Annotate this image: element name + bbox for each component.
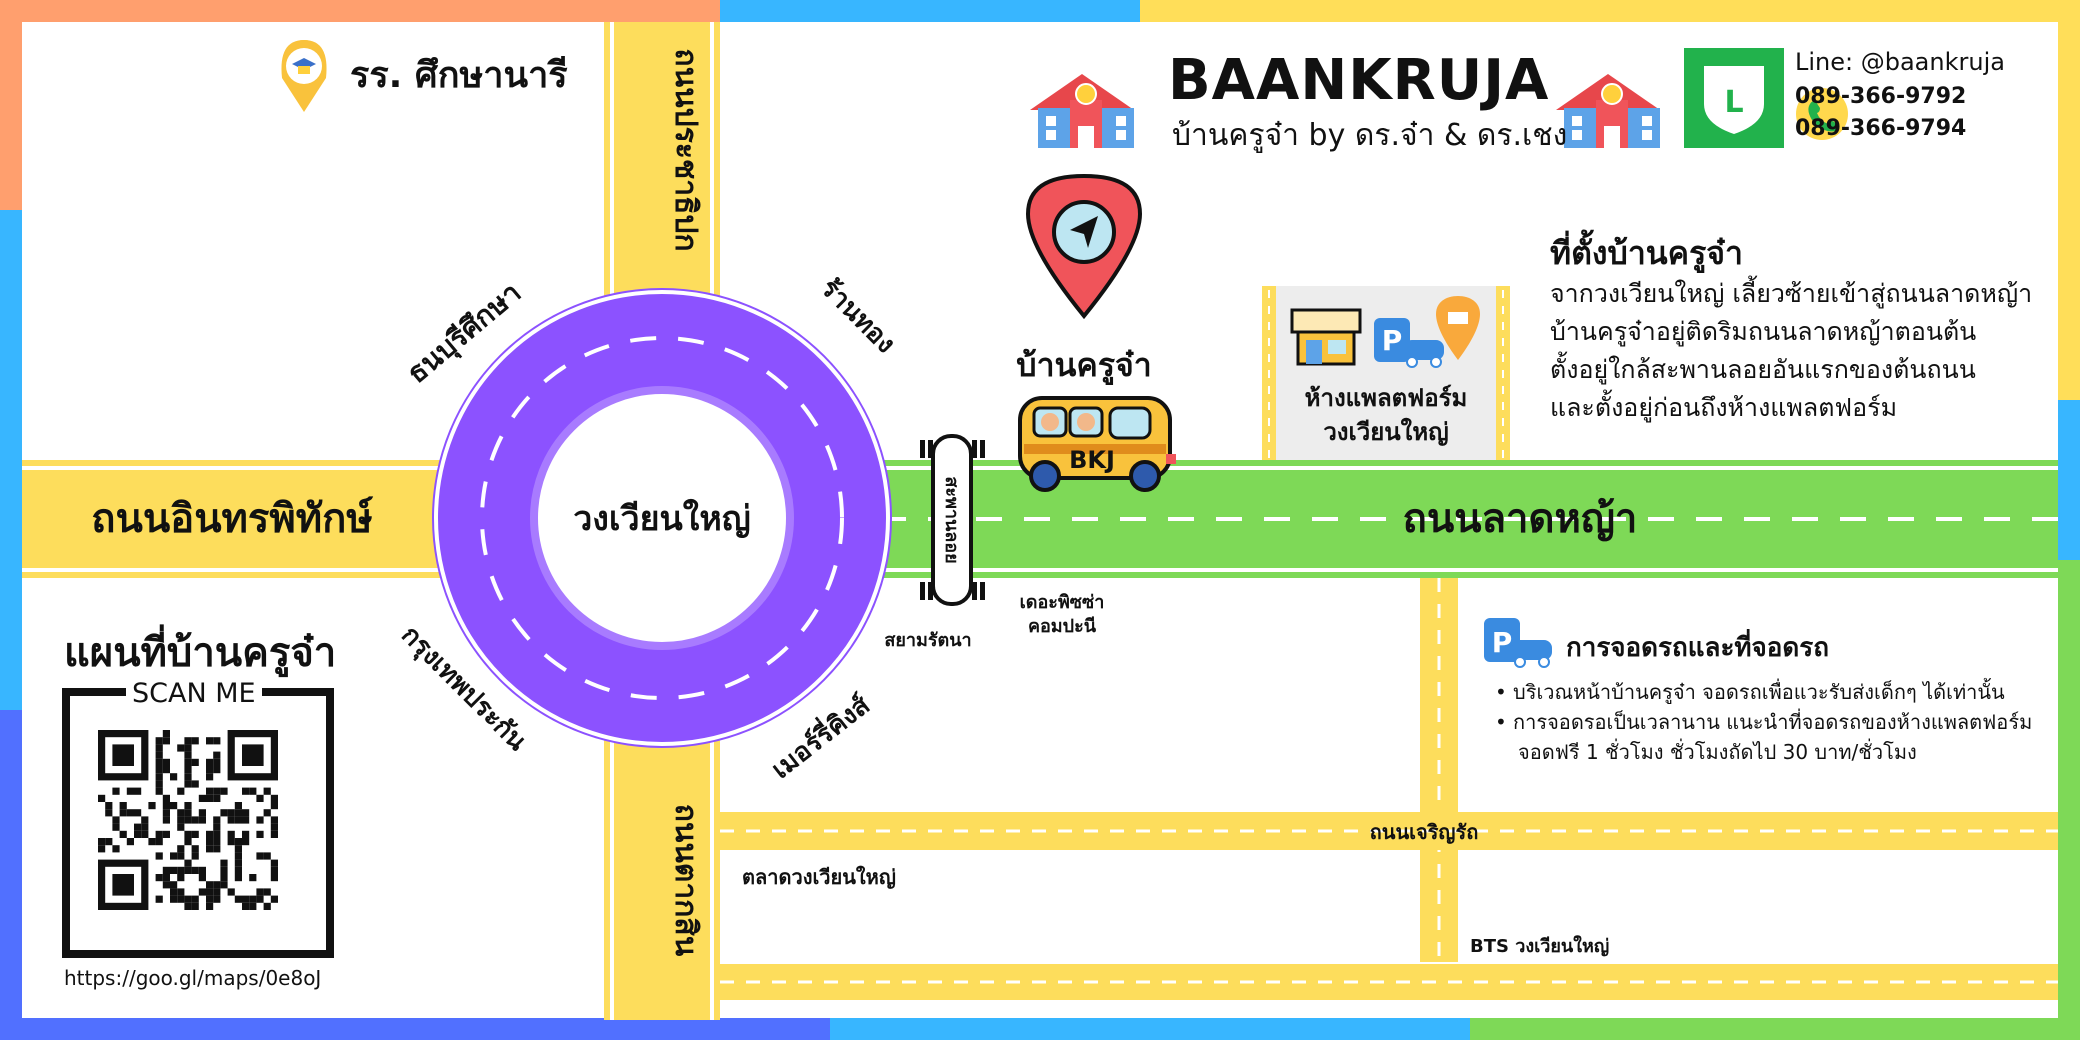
road-indrapitak: [22, 460, 452, 578]
home-pin-icon: [1025, 173, 1143, 320]
road-label-taksin: ถนนตากสิน: [668, 804, 703, 957]
school-building-icon-left: [1030, 74, 1134, 148]
parking-sign-icon-mall: P: [1374, 318, 1444, 368]
qr-url[interactable]: https://goo.gl/maps/0e8oJ: [64, 966, 322, 990]
parking-item-2-cont: จอดฟรี 1 ชั่วโมง ชั่วโมงถัดไป 30 บาท/ชั่…: [1518, 740, 1917, 764]
footbridge: [920, 434, 985, 606]
place-label-market: ตลาดวงเวียนใหญ่: [742, 865, 896, 889]
qr-title: แผนที่บ้านครูจ๋า: [64, 630, 337, 676]
line-id[interactable]: Line: @baankruja: [1795, 48, 2005, 76]
school-bus-icon: [1018, 396, 1176, 492]
parking-title: การจอดรถและที่จอดรถ: [1566, 633, 1829, 663]
basket-pin-icon: [1436, 296, 1480, 360]
school-pin-icon: [281, 40, 327, 112]
place-label-siamrattana: สยามรัตนา: [884, 630, 971, 651]
school-building-icon-right: [1556, 74, 1660, 148]
school-label: รร. ศึกษานารี: [350, 55, 568, 96]
location-line-4: และตั้งอยู่ก่อนถึงห้างแพลตฟอร์ม: [1550, 393, 1898, 422]
parking-item-2: •การจอดรอเป็นเวลานาน แนะนำที่จอดรถของห้า…: [1495, 710, 2033, 734]
roundabout: [432, 288, 892, 748]
road-prachatipok: [604, 22, 720, 322]
road-label-latya: ถนนลาดหญ้า: [1403, 496, 1638, 542]
location-line-3: ตั้งอยู่ใกล้สะพานลอยอันแรกของต้นถนน: [1550, 355, 1976, 384]
parking-item-2-text: การจอดรอเป็นเวลานาน แนะนำที่จอดรถของห้าง…: [1513, 710, 2033, 734]
place-label-pizza-1: เดอะพิซซ่า: [1020, 592, 1105, 613]
line-icon: [1684, 48, 1784, 148]
road-side-vertical: [1420, 578, 1458, 962]
road-label-indrapitak: ถนนอินทรพิทักษ์: [91, 496, 373, 542]
bus-label: BKJ: [1069, 446, 1115, 474]
line-icon-letter: L: [1724, 85, 1743, 120]
parking-item-1-text: บริเวณหน้าบ้านครูจ๋า จอดรถเพื่อแวะรับส่ง…: [1513, 680, 2005, 704]
location-line-2: บ้านครูจ๋าอยู่ติดริมถนนลาดหญ้าตอนต้น: [1550, 317, 1977, 346]
phone-icon: [1796, 88, 1848, 140]
svg-text:P: P: [1382, 324, 1403, 357]
place-label-bts: BTS วงเวียนใหญ่: [1470, 935, 1609, 957]
roundabout-label: วงเวียนใหญ่: [573, 498, 751, 539]
phone-1[interactable]: 089-366-9792: [1795, 84, 1967, 109]
road-taksin: [604, 720, 720, 1020]
brand-title: BAANKRUJA: [1168, 48, 1550, 113]
qr-scan-label: SCAN ME: [126, 678, 262, 709]
road-label-charoenrat: ถนนเจริญรัถ: [1370, 820, 1479, 844]
road-label-prachatipok: ถนนประชาธิปก: [668, 48, 703, 251]
home-label: บ้านครูจ๋า: [1016, 346, 1151, 386]
mall-label-1: ห้างแพลตฟอร์ม: [1305, 384, 1468, 412]
phone-2[interactable]: 089-366-9794: [1795, 116, 1967, 141]
brand-subtitle: บ้านครูจ๋า by ดร.จ๋า & ดร.เชง: [1172, 118, 1568, 153]
shop-icon: [1290, 308, 1362, 366]
location-line-1: จากวงเวียนใหญ่ เลี้ยวซ้ายเข้าสู่ถนนลาดหญ…: [1550, 279, 2033, 308]
qr-code: [62, 688, 334, 958]
road-charoenrat: [720, 812, 2058, 850]
parking-item-1: •บริเวณหน้าบ้านครูจ๋า จอดรถเพื่อแวะรับส่…: [1495, 680, 2005, 704]
mall-label-2: วงเวียนใหญ่: [1323, 417, 1448, 446]
svg-text:P: P: [1492, 626, 1513, 659]
location-title: ที่ตั้งบ้านครูจ๋า: [1550, 234, 1743, 272]
footbridge-label: สะพานลอย: [941, 476, 962, 563]
place-label-pizza-2: คอมปะนี: [1028, 616, 1097, 637]
parking-sign-icon: P: [1484, 618, 1552, 668]
place-label-ranthong: ร้านทอง: [815, 273, 901, 359]
road-bottom: [720, 964, 2058, 1000]
